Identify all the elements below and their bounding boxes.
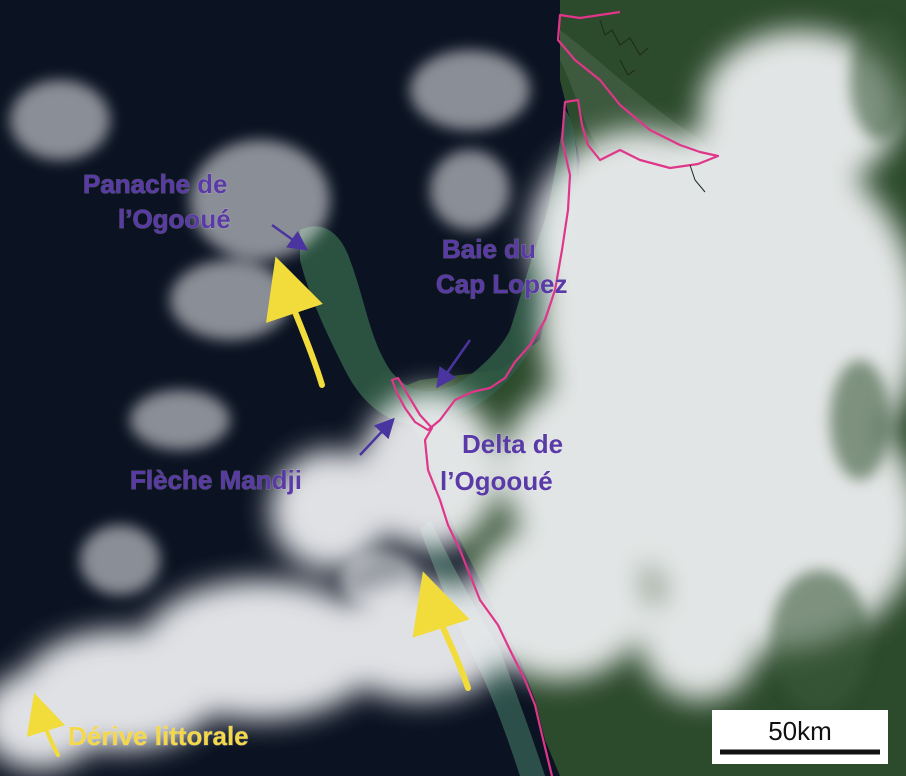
label-baie-line2: Cap Lopez — [436, 269, 567, 299]
label-delta-line1: Delta de — [462, 429, 563, 459]
scale-bar: 50km — [712, 710, 888, 764]
coastline-boundary — [390, 10, 720, 776]
label-panache-line2: l’Ogooué — [118, 204, 231, 234]
cloud-cover — [0, 20, 906, 770]
label-panache-line1: Panache de — [83, 169, 228, 199]
drift-arrow-south — [412, 571, 471, 691]
northern-lagoon — [560, 30, 715, 165]
label-fleche: Flèche Mandji — [130, 465, 302, 495]
label-delta-line2: l’Ogooué — [440, 466, 553, 496]
label-derive: Dérive littorale — [68, 721, 249, 751]
map-labels: Panache de l’Ogooué Baie du Cap Lopez Fl… — [68, 169, 568, 752]
pointer-fleche — [359, 417, 395, 456]
ogooue-plume — [300, 110, 577, 425]
drift-arrow-legend — [26, 692, 65, 757]
label-baie-line1: Baie du — [442, 234, 536, 264]
scale-bar-label: 50km — [768, 716, 832, 746]
river-network — [599, 19, 706, 193]
drift-arrow-north — [266, 256, 325, 388]
pointer-panache — [271, 223, 309, 251]
scale-bar-box — [712, 710, 888, 764]
pointer-baie — [436, 339, 472, 389]
